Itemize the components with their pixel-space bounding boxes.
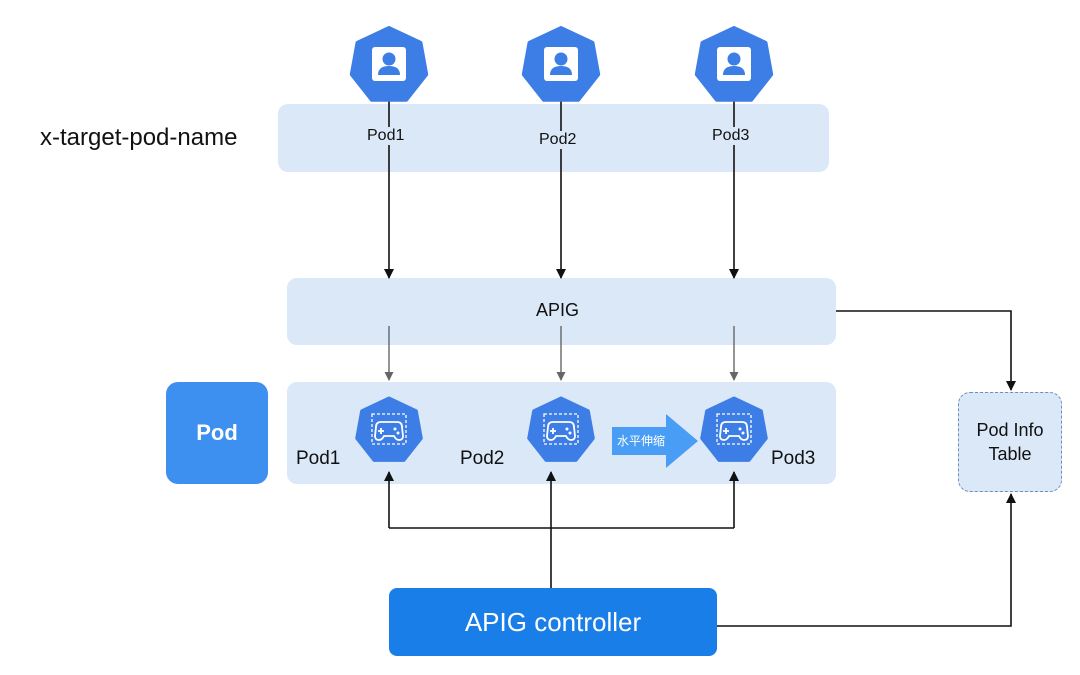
apig-controller-box: APIG controller	[389, 588, 717, 656]
pod-info-table: Pod Info Table	[958, 392, 1062, 492]
header-label: x-target-pod-name	[40, 124, 238, 151]
info-table-line1: Pod Info	[976, 420, 1044, 440]
pod-group-box: Pod	[166, 382, 268, 484]
apig-label: APIG	[536, 300, 580, 320]
scale-label: 水平伸缩	[617, 434, 666, 448]
user3-target-label: Pod3	[711, 127, 751, 145]
arrow-controller-to-info-table	[717, 493, 1016, 627]
user-icon	[521, 26, 601, 102]
pod1-label: Pod1	[296, 448, 341, 469]
user2-target-label: Pod2	[538, 131, 578, 149]
arrow-apig-to-info-table	[836, 310, 1016, 391]
pod2-label: Pod2	[460, 448, 505, 469]
gamepad-icon	[527, 396, 595, 462]
gamepad-icon	[700, 396, 768, 462]
gamepad-icon	[355, 396, 423, 462]
pod-group-label: Pod	[196, 420, 238, 445]
apig-controller-label: APIG controller	[464, 606, 642, 637]
user-icon	[349, 26, 429, 102]
user1-target-label: Pod1	[366, 127, 406, 145]
user-icon	[694, 26, 774, 102]
info-table-line2: Table	[988, 444, 1032, 464]
pod3-label: Pod3	[771, 448, 816, 469]
arrow-right-icon	[612, 414, 698, 468]
